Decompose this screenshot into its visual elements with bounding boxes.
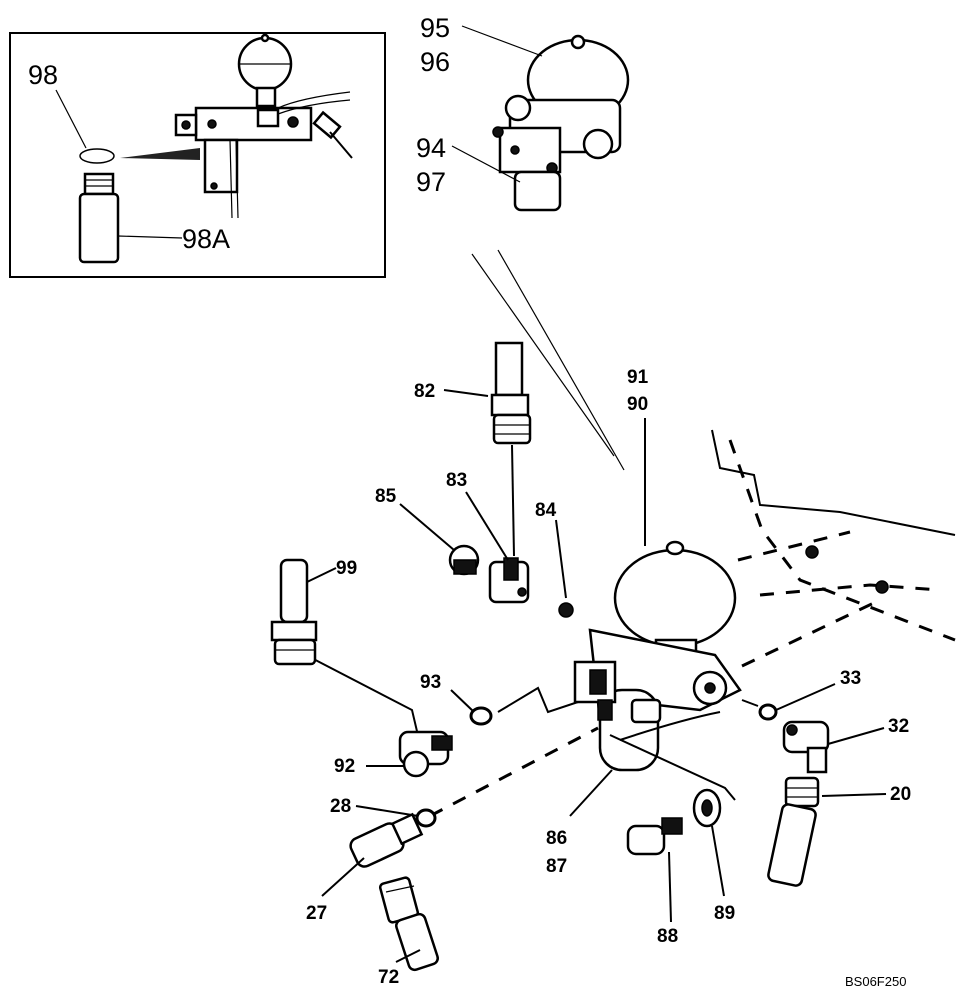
washer-89 [692,788,722,828]
callout-92: 92 [334,756,355,777]
hose-82 [490,341,532,445]
callout-27: 27 [306,903,327,924]
o-ring-33 [758,703,778,721]
callout-89: 89 [714,903,735,924]
o-ring-84 [558,602,574,618]
callout-labels: 82 83 84 85 91 90 99 93 33 32 92 28 20 8… [306,367,911,988]
hose-20 [767,776,820,887]
inset-detail: 98 98A [9,32,386,278]
o-ring-98 [79,148,115,164]
callout-32: 32 [888,716,909,737]
fitting-83 [488,557,530,604]
cap-85 [448,544,480,576]
label-94: 94 [416,133,446,163]
callout-85: 85 [375,486,397,507]
callout-72: 72 [378,967,399,988]
callout-28: 28 [330,796,351,817]
o-ring-28 [415,808,437,828]
reference-line [471,253,615,457]
fitting-27 [349,812,424,868]
callout-20: 20 [890,784,911,805]
callout-91: 91 [627,367,649,388]
label-97: 97 [416,167,446,197]
callout-93: 93 [420,672,441,693]
figure-code: BS06F250 [845,974,906,989]
accumulator-valve-detail: 95 96 94 97 [416,13,630,212]
o-ring-93 [469,706,493,726]
callout-33: 33 [840,668,861,689]
label-96: 96 [420,47,450,77]
hose-72 [378,876,439,972]
main-assembly [299,444,881,818]
leader-lines [306,389,887,963]
callout-87: 87 [546,856,567,877]
plug-88 [626,817,683,856]
callout-88: 88 [657,926,678,947]
hose-99 [270,558,318,666]
callout-82: 82 [414,381,435,402]
label-98a: 98A [182,224,230,254]
callout-84: 84 [535,500,557,521]
callout-86: 86 [546,828,567,849]
label-95: 95 [420,13,450,43]
label-98: 98 [28,60,58,90]
elbow-92 [398,730,453,778]
callout-83: 83 [446,470,467,491]
callout-90: 90 [627,394,648,415]
callout-99: 99 [336,558,357,579]
reference-line [497,249,625,471]
machine-frame [711,429,956,642]
elbow-32 [782,720,830,774]
